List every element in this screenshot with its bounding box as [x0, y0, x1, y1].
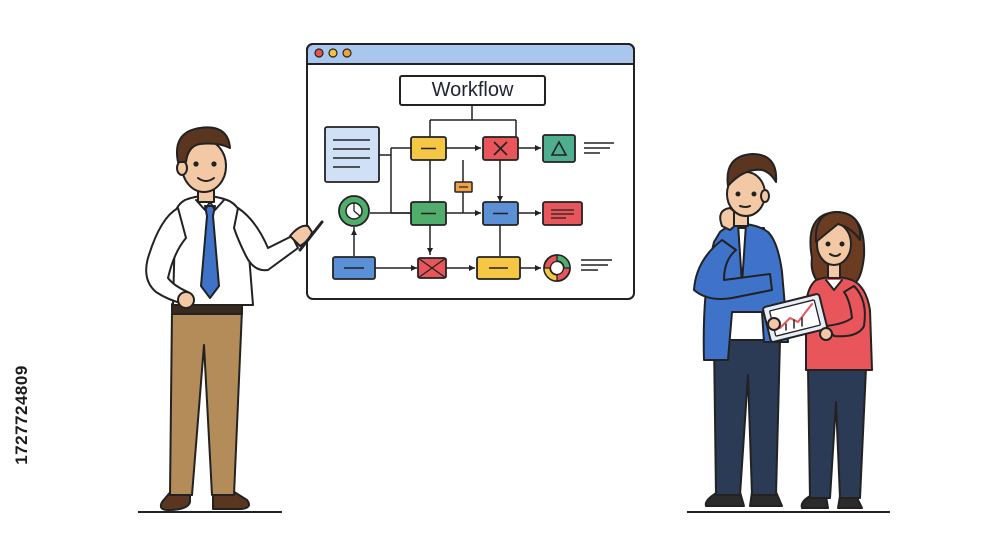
man-trousers — [713, 339, 781, 496]
woman-with-tablet — [762, 211, 873, 509]
woman-trousers — [807, 367, 867, 499]
window-dot-orange — [342, 48, 352, 58]
presenter-arm-right — [233, 207, 299, 272]
man-hair — [726, 153, 778, 187]
workflow-title: Workflow — [399, 75, 546, 106]
presenter-hair — [176, 126, 231, 163]
man-arm-thinking — [693, 239, 773, 300]
flow-arrowheads — [351, 145, 541, 271]
flow-node-blue-mid — [482, 201, 519, 226]
flow-node-red-envelope — [417, 257, 447, 279]
flow-node-yellow-top — [410, 136, 447, 161]
note-lines-bottom — [581, 259, 612, 271]
presenter-trousers — [169, 309, 243, 496]
window-dot-red — [314, 48, 324, 58]
note-lines-top — [584, 142, 614, 154]
flow-node-green-mid — [410, 201, 447, 226]
flow-node-yellow-bottom — [476, 256, 521, 280]
presenter-hand-hip — [177, 291, 195, 309]
presenter-man — [145, 126, 324, 511]
workflow-board — [306, 43, 635, 300]
tablet — [762, 293, 828, 343]
window-dot-yellow — [328, 48, 338, 58]
flow-node-red-x — [482, 136, 519, 161]
stock-id-watermark: 1727724809 — [10, 300, 34, 530]
flow-node-red-doc — [542, 201, 583, 226]
woman-hair — [814, 211, 862, 243]
man-thinking — [693, 153, 789, 507]
board-titlebar — [306, 43, 635, 65]
document-block — [324, 126, 380, 183]
flow-node-donut — [543, 254, 571, 282]
flow-node-small-orange — [454, 181, 473, 193]
presenter-pen — [298, 220, 324, 252]
flow-node-blue-bottom — [332, 256, 376, 280]
stock-id-text: 1727724809 — [12, 365, 32, 465]
flow-node-triangle — [542, 134, 576, 163]
presenter-arm-left — [145, 207, 189, 305]
flow-node-pie — [338, 195, 370, 227]
